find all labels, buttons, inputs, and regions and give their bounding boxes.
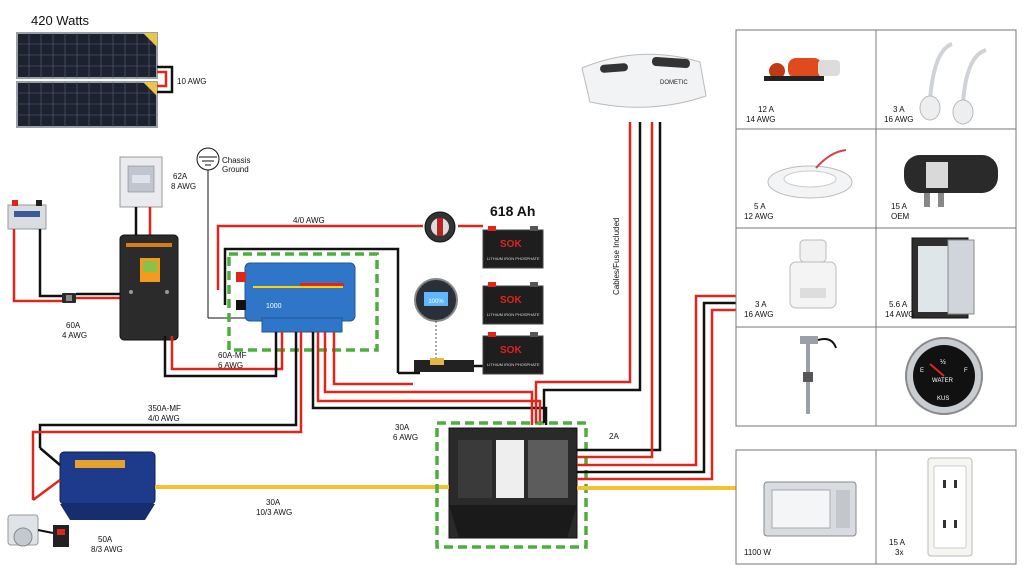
puck-light-icon bbox=[767, 149, 853, 199]
water-pump-icon bbox=[764, 58, 840, 81]
battery-monitor: 100% bbox=[414, 278, 458, 322]
battery-shunt bbox=[414, 358, 474, 372]
reading-light-wire: 16 AWG bbox=[884, 115, 914, 124]
roof-ac-branch-label: 2A bbox=[609, 432, 619, 441]
battery-2-brand: SOK bbox=[500, 295, 522, 306]
battery-3-subtitle: LITHIUM IRON PHOSPHATE bbox=[487, 362, 540, 367]
solar-link-wire-label: 10 AWG bbox=[177, 77, 207, 86]
inline-fuse-60a bbox=[62, 293, 76, 303]
lithium-battery-3 bbox=[482, 332, 544, 375]
chassis-ground-label-1: Chassis bbox=[222, 156, 251, 165]
reading-light-current: 3 A bbox=[893, 105, 905, 114]
inverter bbox=[59, 451, 156, 520]
diesel-heater-wire: OEM bbox=[891, 212, 910, 221]
composting-toilet-icon bbox=[789, 239, 837, 309]
inverter-charger-fuse-label: 60A-MF bbox=[218, 351, 247, 360]
outlet-icon bbox=[927, 457, 973, 557]
fridge-current: 5.6 A bbox=[889, 300, 908, 309]
solar-panel-top bbox=[16, 32, 158, 79]
shore-power-breaker-label: 50A bbox=[98, 535, 113, 544]
outlet-count: 3x bbox=[895, 548, 904, 557]
panel-feed-fuse-label: 30A bbox=[395, 423, 410, 432]
distribution-panel bbox=[448, 427, 578, 539]
inverter-charger bbox=[236, 262, 356, 333]
lithium-battery-1 bbox=[482, 226, 544, 269]
fridge-icon bbox=[911, 237, 975, 319]
battery-feed-wire-label: 4/0 AWG bbox=[293, 216, 325, 225]
puck-light-current: 5 A bbox=[754, 202, 766, 211]
combiner-fuse-label: 62A bbox=[173, 172, 188, 181]
diesel-heater-current: 15 A bbox=[891, 202, 908, 211]
battery-3-brand: SOK bbox=[500, 345, 522, 356]
inverter-charger-model: 1000 bbox=[266, 303, 282, 310]
battery-1-subtitle: LITHIUM IRON PHOSPHATE bbox=[487, 256, 540, 261]
roof-ac-brand: DOMETIC bbox=[660, 80, 688, 86]
shore-breaker-50a bbox=[53, 525, 69, 547]
gauge-brand: KUS bbox=[937, 396, 950, 402]
shore-power-inlet bbox=[7, 514, 39, 547]
battery-bank-capacity: 618 Ah bbox=[490, 203, 536, 219]
svg-text:100%: 100% bbox=[428, 299, 444, 305]
lithium-battery-2 bbox=[482, 282, 544, 325]
ac-feed-wire-label: 10/3 AWG bbox=[256, 508, 293, 517]
diesel-heater-icon bbox=[904, 155, 998, 207]
microwave-power: 1100 W bbox=[744, 548, 771, 557]
gauge-full-mark: F bbox=[964, 368, 968, 374]
gauge-label: WATER bbox=[932, 378, 953, 384]
fridge-wire: 14 AWG bbox=[885, 310, 915, 319]
water-pump-wire: 14 AWG bbox=[746, 115, 776, 124]
starter-battery bbox=[7, 200, 47, 230]
tank-sensor-icon bbox=[800, 336, 837, 414]
battery-1-brand: SOK bbox=[500, 239, 522, 250]
panel-feed-wire-label: 6 AWG bbox=[393, 433, 419, 442]
distribution-panel-dashed-box bbox=[435, 421, 588, 549]
microwave-icon bbox=[763, 481, 857, 537]
inverter-charger-dashed-box bbox=[227, 252, 379, 352]
ac-feed-fuse-label: 30A bbox=[266, 498, 281, 507]
gauge-empty-mark: E bbox=[920, 368, 925, 374]
combiner-box bbox=[119, 156, 163, 208]
battery-2-subtitle: LITHIUM IRON PHOSPHATE bbox=[487, 312, 540, 317]
inverter-wire-label: 4/0 AWG bbox=[148, 414, 180, 423]
chassis-ground-symbol bbox=[196, 147, 220, 171]
shore-power-wire-label: 8/3 AWG bbox=[91, 545, 123, 554]
toilet-wire: 16 AWG bbox=[744, 310, 774, 319]
battery-disconnect-switch bbox=[424, 211, 456, 243]
solar-array-title: 420 Watts bbox=[31, 13, 90, 28]
alt-charge-wire-label: 4 AWG bbox=[62, 331, 88, 340]
inverter-charger-wire-label: 6 AWG bbox=[218, 361, 244, 370]
inverter-fuse-label: 350A-MF bbox=[148, 404, 181, 413]
gauge-half-mark: ½ bbox=[940, 359, 946, 366]
combiner-wire-label: 8 AWG bbox=[171, 182, 197, 191]
alt-charge-fuse-label: 60A bbox=[66, 321, 81, 330]
puck-light-wire: 12 AWG bbox=[744, 212, 774, 221]
solar-panel-bottom bbox=[16, 81, 158, 128]
reading-light-icon bbox=[919, 42, 987, 125]
toilet-current: 3 A bbox=[755, 300, 767, 309]
water-gauge-icon bbox=[905, 337, 983, 415]
charge-controller bbox=[119, 234, 179, 341]
outlet-current: 15 A bbox=[889, 538, 906, 547]
water-pump-current: 12 A bbox=[758, 105, 775, 114]
roof-ac-cable-note: Cables/Fuse Included bbox=[612, 217, 621, 295]
roof-air-conditioner bbox=[581, 53, 707, 108]
chassis-ground-label-2: Ground bbox=[222, 165, 249, 174]
